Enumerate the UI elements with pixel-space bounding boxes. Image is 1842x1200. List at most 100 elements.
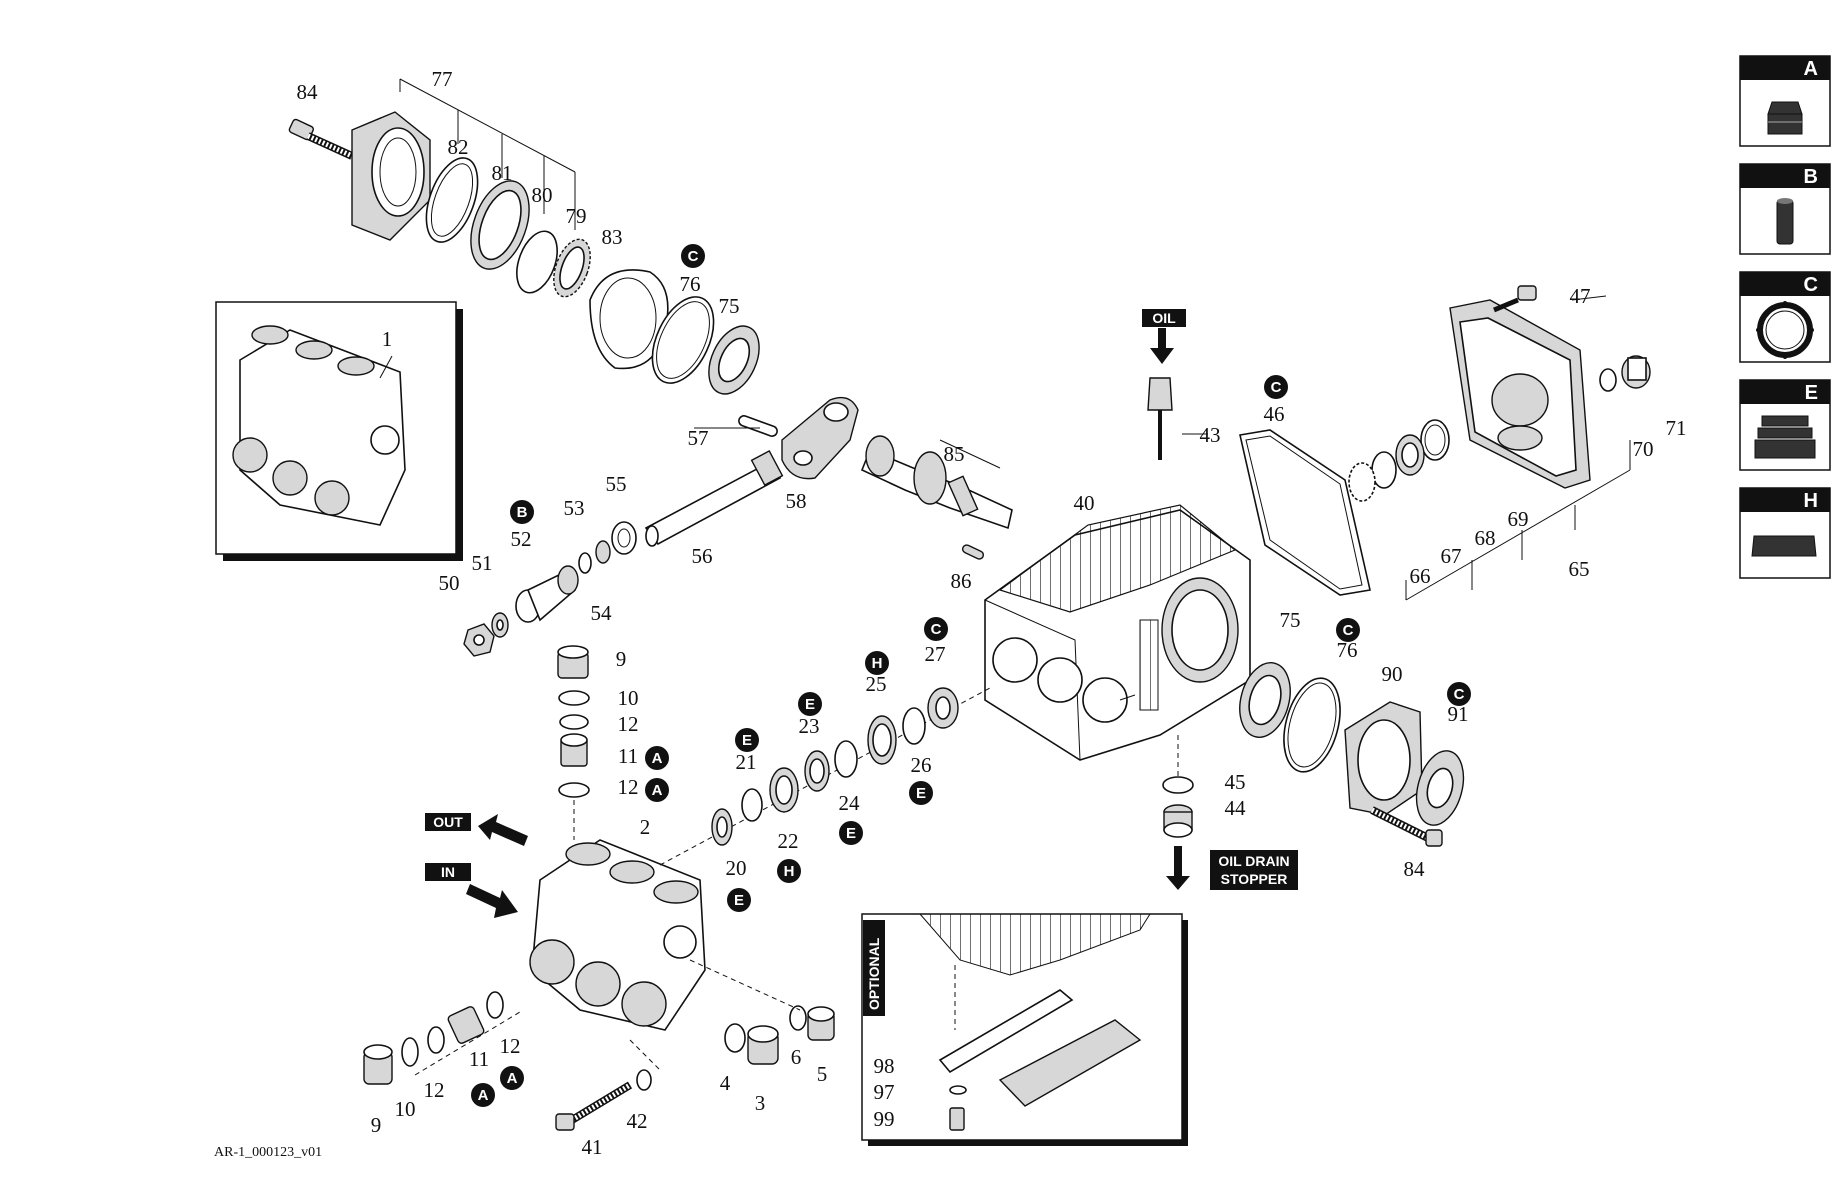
label-84b: 84 [1404,857,1426,881]
oring-12-top[interactable] [559,714,589,730]
seal-68[interactable] [1395,434,1425,476]
label-66: 66 [1410,564,1431,588]
bolt-41[interactable] [555,1081,633,1131]
label-80: 80 [532,183,553,207]
svg-text:E: E [1805,382,1818,404]
oring-24[interactable] [834,740,858,778]
drain-plug-44[interactable] [1163,804,1193,838]
badge-e: E [727,888,751,912]
ring-27[interactable] [927,687,959,729]
oring-6[interactable] [789,1005,807,1031]
snap-ring-79[interactable] [547,234,598,301]
oring-70[interactable] [1599,368,1617,392]
oring-69[interactable] [1420,419,1450,461]
label-25: 25 [866,672,887,696]
washer-55[interactable] [611,521,637,555]
badge-a: A [500,1066,524,1090]
label-52: 52 [511,527,532,551]
valve-11-top[interactable] [560,733,588,767]
svg-text:H: H [784,863,795,880]
reference-code: AR-1_000123_v01 [214,1145,322,1160]
oring-76-right[interactable] [1274,672,1349,778]
rear-cover-65[interactable] [1449,299,1591,489]
oring-76-top[interactable] [640,287,726,392]
ring-23[interactable] [804,750,830,792]
in-arrow [466,884,518,918]
svg-text:A: A [1804,58,1818,80]
cover-90[interactable] [1344,701,1423,816]
label-12c: 12 [424,1078,445,1102]
seal-54[interactable] [595,540,611,564]
key-86[interactable] [961,544,985,561]
oring-82[interactable] [416,151,487,249]
packing-22[interactable] [769,767,799,813]
in-tag: IN [425,863,471,881]
packing-25[interactable] [867,715,897,765]
ring-21[interactable] [741,788,763,822]
badge-b: B [510,500,534,524]
flange-77[interactable] [351,111,431,241]
oring-12-bottom[interactable] [427,1026,445,1054]
legend-box-c: C [1739,271,1831,363]
bolt-84-right[interactable] [1370,806,1443,847]
badge-h: H [777,859,801,883]
disc-80[interactable] [509,226,565,298]
label-51: 51 [472,551,493,575]
oil-arrow [1150,328,1174,364]
seal-20[interactable] [711,808,733,846]
dipstick-43[interactable] [1147,377,1173,460]
label-9b: 9 [371,1113,382,1137]
oring-4[interactable] [724,1023,746,1053]
snap-ring-66[interactable] [1348,462,1376,502]
label-27: 27 [925,642,946,666]
gasket-46[interactable] [1239,429,1371,596]
plug-3[interactable] [747,1025,779,1065]
label-24: 24 [839,791,861,815]
seal-81[interactable] [460,173,540,277]
plug-5[interactable] [807,1006,835,1041]
washer-97[interactable] [949,1085,967,1095]
optional-tag: OPTIONAL [863,920,885,1016]
svg-text:E: E [742,732,752,749]
nut-50[interactable] [463,623,495,657]
bracket-98[interactable] [938,989,1142,1107]
washer-51[interactable] [491,612,509,638]
bolt-84-top[interactable] [288,118,354,160]
svg-text:IN: IN [441,864,455,880]
label-46: 46 [1264,402,1285,426]
oring-12-top2[interactable] [558,782,590,798]
legend-box-b: B [1739,163,1831,255]
pin-57[interactable] [737,414,778,437]
plunger-guide-52[interactable] [515,565,579,623]
crankcase-40[interactable] [984,504,1251,761]
manifold-2[interactable] [529,839,706,1031]
oring-53[interactable] [578,552,592,574]
label-99: 99 [874,1107,895,1131]
label-86: 86 [951,569,972,593]
label-75: 75 [719,294,740,318]
bearing-75-right[interactable] [1232,657,1298,743]
svg-text:A: A [652,782,663,799]
oring-26[interactable] [902,707,926,745]
plug-9-top[interactable] [557,645,589,679]
conrod-58[interactable] [781,396,859,480]
svg-text:E: E [916,785,926,802]
label-11b: 11 [469,1047,489,1071]
badge-c: C [1336,618,1360,642]
plug-9-bottom[interactable] [363,1044,393,1085]
screw-47[interactable] [1493,285,1537,313]
label-10: 10 [618,686,639,710]
plug-71[interactable] [1621,355,1651,389]
washer-42[interactable] [636,1069,652,1091]
label-21: 21 [736,750,757,774]
screw-99[interactable] [949,1107,965,1131]
oring-10-bottom[interactable] [401,1037,419,1067]
oring-45[interactable] [1162,776,1194,794]
oring-10-top[interactable] [558,690,590,706]
plunger-56[interactable] [644,449,784,547]
seal-91[interactable] [1409,746,1471,831]
valve-11-bottom[interactable] [447,1005,485,1044]
crankshaft-85[interactable] [860,435,1013,530]
oring-12-bottom2[interactable] [486,991,504,1019]
bearing-75-top[interactable] [699,318,769,402]
